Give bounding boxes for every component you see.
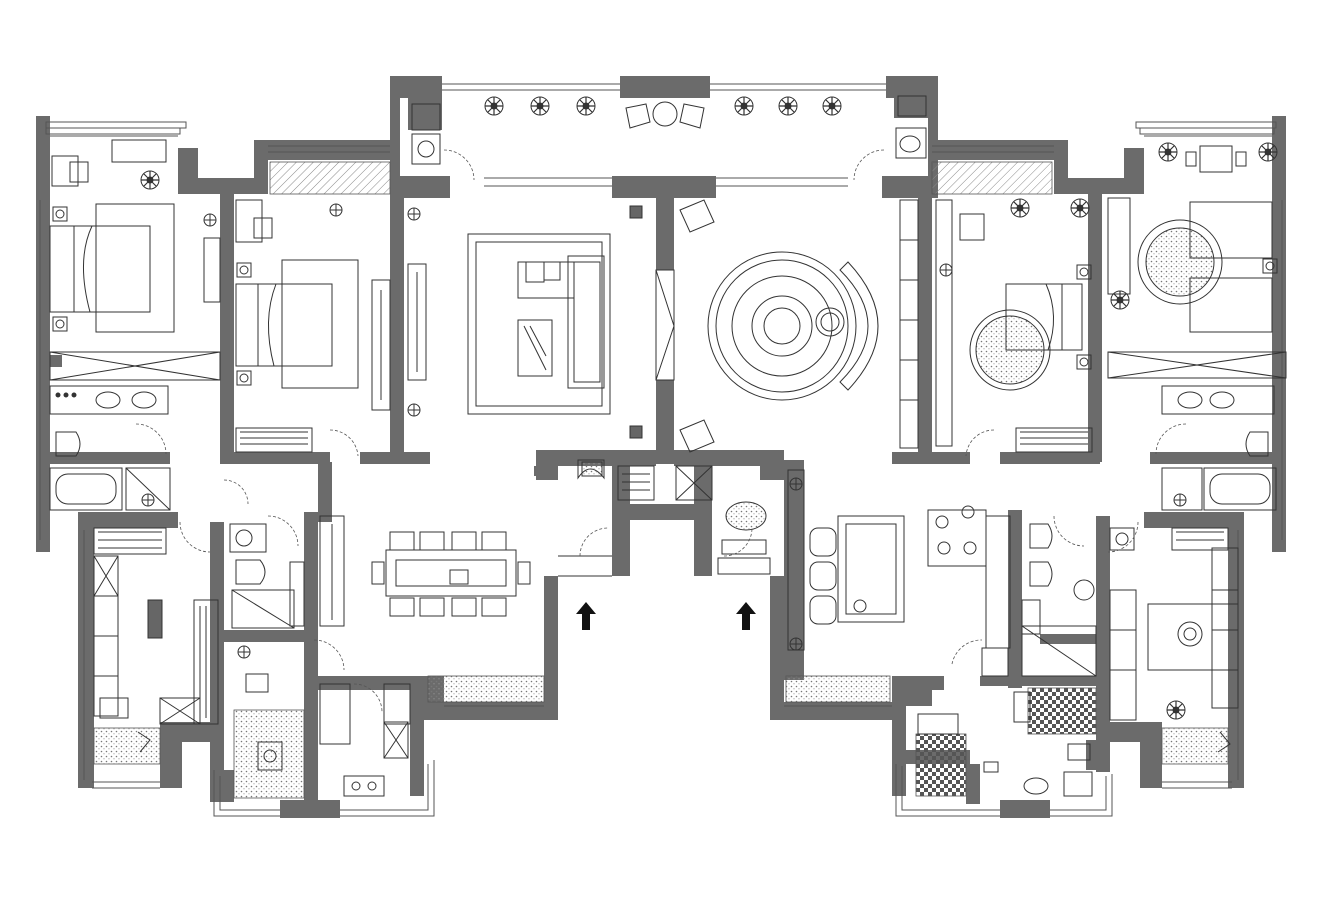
- hatched-planters: [93, 161, 1229, 799]
- sink-icon: [1209, 391, 1235, 409]
- window-frames: [39, 83, 1283, 817]
- sink-icon: [1177, 391, 1203, 409]
- left-second-bedroom: [235, 199, 391, 453]
- left-upper-bathroom: [49, 351, 221, 511]
- bathtub-icon: [1203, 467, 1277, 511]
- terrace: [411, 95, 927, 165]
- right-master-bedroom: [1107, 142, 1287, 379]
- bed-icon: [1189, 277, 1273, 333]
- right-lower-living: [787, 469, 1239, 797]
- toilet-icon: [1029, 561, 1053, 587]
- lower-left-rooms: [93, 523, 411, 797]
- up-arrow-icon: [576, 602, 596, 630]
- potted-plant-icon: [734, 96, 754, 116]
- potted-plant-icon: [140, 170, 160, 190]
- bathtub-icon: [49, 467, 123, 511]
- door-swings: [135, 149, 1187, 713]
- potted-plant-icon: [530, 96, 550, 116]
- left-master-bedroom: [49, 139, 221, 333]
- up-arrow-icon: [736, 602, 756, 630]
- toilet-icon: [1029, 523, 1053, 549]
- toilet-icon: [235, 559, 266, 585]
- potted-plant-icon: [822, 96, 842, 116]
- round-salon: [679, 199, 919, 453]
- bed-icon: [49, 225, 151, 313]
- foyers: [558, 459, 771, 577]
- round-rug-icon: [707, 251, 857, 401]
- sofa-icon: [567, 255, 605, 389]
- potted-plant-icon: [484, 96, 504, 116]
- toilet-icon: [1245, 431, 1269, 457]
- sink-icon: [95, 391, 121, 409]
- entry-arrows: [576, 602, 756, 630]
- potted-plant-icon: [576, 96, 596, 116]
- right-upper-bathroom: [1161, 385, 1277, 511]
- bed-icon: [1005, 283, 1083, 351]
- living-room: [407, 205, 675, 439]
- bathtub-icon: [111, 139, 167, 163]
- toilet-icon: [55, 431, 81, 457]
- dining-room: [319, 515, 531, 627]
- walls: [36, 76, 1286, 818]
- sink-icon: [131, 391, 157, 409]
- dining-table-icon: [385, 549, 517, 597]
- bed-icon: [235, 283, 333, 367]
- bed-icon: [1189, 201, 1273, 259]
- right-second-bedroom: [935, 198, 1093, 453]
- round-rug-icon: [1137, 219, 1223, 305]
- potted-plant-icon: [778, 96, 798, 116]
- sofa-icon: [837, 515, 905, 623]
